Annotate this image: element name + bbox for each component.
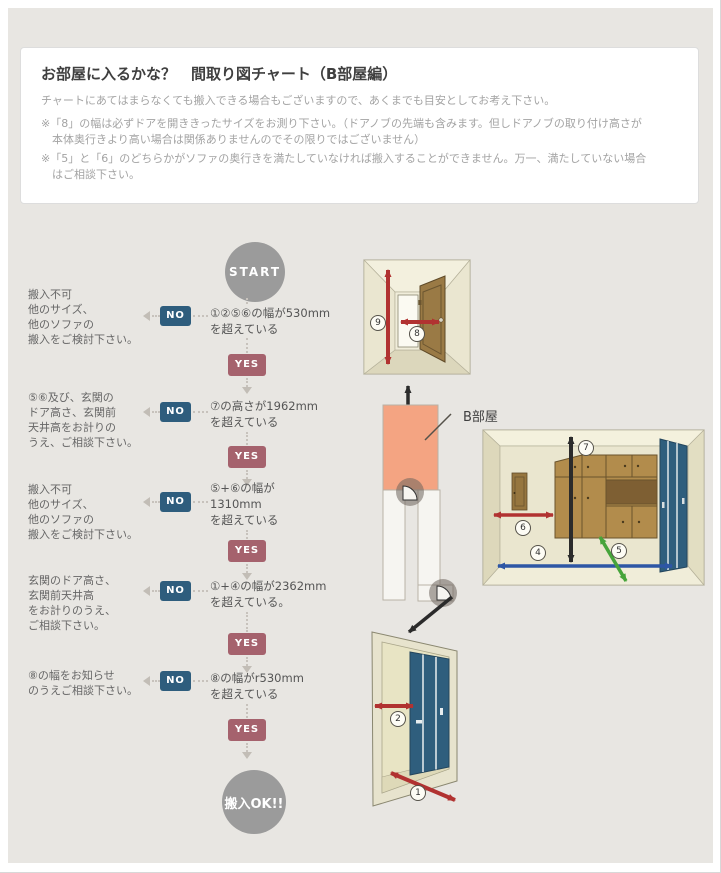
yes-button: YES bbox=[228, 540, 266, 562]
connector bbox=[152, 411, 160, 413]
no-result-text: ⑤⑥及び、玄関の ドア高さ、玄関前 天井高をお計りの うえ、ご相談下さい。 bbox=[28, 391, 138, 449]
header-card: お部屋に入るかな？ 間取り図チャート（B部屋編） チャートにあてはまらなくても搬… bbox=[20, 47, 699, 204]
connector bbox=[152, 501, 160, 503]
connector bbox=[152, 315, 160, 317]
yes-button: YES bbox=[228, 354, 266, 376]
entrance-illustration bbox=[371, 631, 458, 807]
question-text: ①②⑤⑥の幅が530mm を超えている bbox=[210, 306, 331, 336]
connector bbox=[246, 338, 248, 353]
measure-label-6: 6 bbox=[515, 520, 531, 536]
no-button: NO bbox=[160, 671, 191, 691]
hallway-door-illustration bbox=[362, 259, 471, 375]
connector bbox=[246, 378, 248, 387]
connector bbox=[246, 432, 248, 445]
arrow-down-icon bbox=[242, 573, 252, 580]
connector bbox=[246, 704, 248, 718]
measure-label-5: 5 bbox=[611, 543, 627, 559]
no-button: NO bbox=[160, 402, 191, 422]
room-interior-illustration bbox=[482, 429, 705, 586]
connector bbox=[193, 501, 208, 503]
start-node: START bbox=[225, 242, 285, 302]
arrow-down-icon bbox=[242, 752, 252, 759]
measure-label-1: 1 bbox=[410, 785, 426, 801]
connector bbox=[193, 680, 208, 682]
connector bbox=[246, 298, 248, 304]
yes-button: YES bbox=[228, 633, 266, 655]
room-illustrations bbox=[362, 259, 705, 807]
measure-label-4: 4 bbox=[530, 545, 546, 561]
yes-button: YES bbox=[228, 719, 266, 741]
connector bbox=[152, 680, 160, 682]
measure-label-8: 8 bbox=[409, 326, 425, 342]
arrow-left-icon bbox=[143, 586, 150, 596]
arrow-left-icon bbox=[143, 311, 150, 321]
measure-label-9: 9 bbox=[370, 315, 386, 331]
note-door-width: ※「8」の幅は必ずドアを開ききったサイズをお測り下さい。（ドアノブの先端も含みま… bbox=[41, 117, 642, 146]
measure-label-7: 7 bbox=[578, 440, 594, 456]
connector bbox=[246, 612, 248, 632]
room-b-label: B部屋 bbox=[463, 410, 498, 425]
question-text: ⑦の高さが1962mm を超えている bbox=[210, 399, 318, 429]
arrow-left-icon bbox=[143, 676, 150, 686]
no-button: NO bbox=[160, 306, 191, 326]
page-subtitle: チャートにあてはまらなくても搬入できる場合もございますので、あくまでも目安として… bbox=[41, 94, 556, 107]
page-background: お部屋に入るかな？ 間取り図チャート（B部屋編） チャートにあてはまらなくても搬… bbox=[8, 8, 713, 863]
connector bbox=[246, 530, 248, 539]
page-title: お部屋に入るかな？ 間取り図チャート（B部屋編） bbox=[41, 65, 398, 83]
arrow-down-icon bbox=[242, 387, 252, 394]
connector bbox=[246, 564, 248, 573]
arrow-left-icon bbox=[143, 407, 150, 417]
no-result-text: ⑧の幅をお知らせ のうえご相談下さい。 bbox=[28, 669, 138, 697]
no-result-text: 搬入不可 他のサイズ、 他のソファの 搬入をご検討下さい。 bbox=[28, 288, 138, 346]
floor-plan-illustration bbox=[382, 385, 457, 634]
no-button: NO bbox=[160, 492, 191, 512]
question-text: ⑤+⑥の幅が 1310mm を超えている bbox=[210, 481, 279, 527]
connector bbox=[193, 411, 208, 413]
end-node: 搬入OK!! bbox=[222, 770, 286, 834]
no-result-text: 玄関のドア高さ、 玄関前天井高 をお計りのうえ、 ご相談下さい。 bbox=[28, 574, 116, 632]
arrow-down-icon bbox=[242, 479, 252, 486]
question-text: ⑧の幅がr530mm を超えている bbox=[210, 671, 304, 701]
yes-button: YES bbox=[228, 446, 266, 468]
connector bbox=[246, 657, 248, 666]
note-sofa-depth: ※「5」と「6」のどちらかがソファの奥行きを満たしていなければ搬入することができ… bbox=[41, 152, 647, 181]
connector bbox=[193, 590, 208, 592]
arrow-left-icon bbox=[143, 497, 150, 507]
measure-label-2: 2 bbox=[390, 711, 406, 727]
connector bbox=[152, 590, 160, 592]
connector bbox=[193, 315, 208, 317]
no-button: NO bbox=[160, 581, 191, 601]
connector bbox=[246, 743, 248, 752]
no-result-text: 搬入不可 他のサイズ、 他のソファの 搬入をご検討下さい。 bbox=[28, 483, 138, 541]
question-text: ①+④の幅が2362mm を超えている。 bbox=[210, 579, 327, 609]
arrow-down-icon bbox=[242, 666, 252, 673]
connector bbox=[246, 470, 248, 479]
